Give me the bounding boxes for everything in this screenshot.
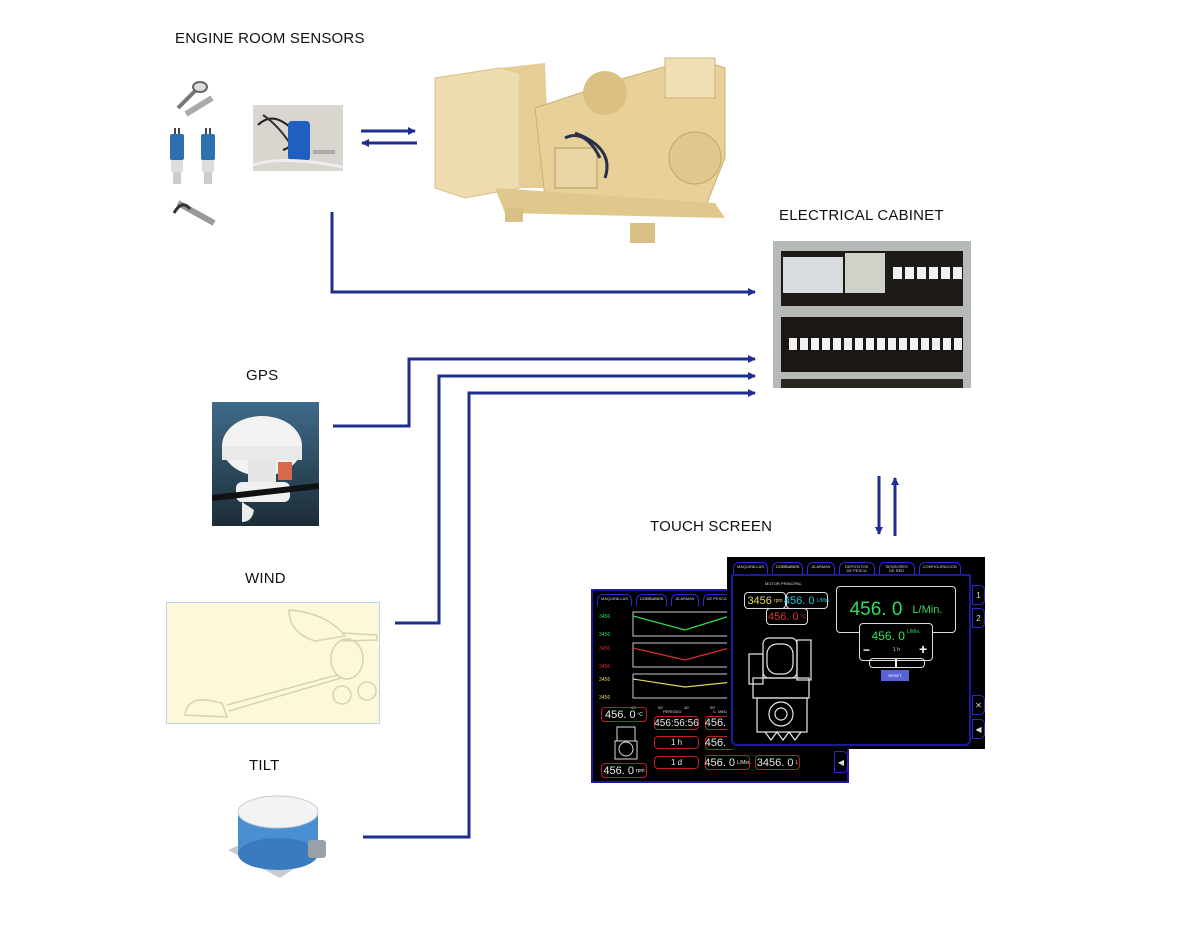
x-tick: 40' [684, 705, 689, 710]
trend-3-top: 3456 [599, 677, 610, 683]
connector-gps-cabinet [333, 355, 756, 428]
gps-antenna-photo [212, 402, 319, 526]
trend-3-bottom: 3456 [599, 695, 610, 701]
label-electrical-cabinet: ELECTRICAL CABINET [779, 207, 944, 224]
decrease-period-button[interactable]: − [863, 643, 871, 657]
trend-2-bottom: 3456 [599, 664, 610, 670]
connector-tilt-cabinet [363, 389, 756, 839]
tab-sensores-de-red[interactable]: SENSORES DE RED [878, 562, 915, 574]
x-tick: 00' [710, 705, 715, 710]
label-wind: WIND [245, 570, 286, 587]
connector-wind-cabinet [395, 372, 756, 625]
label-touch-screen: TOUCH SCREEN [650, 518, 773, 535]
side-button-1[interactable]: 1 [972, 585, 985, 605]
trend-1-bottom: 3456 [599, 632, 610, 638]
electrical-cabinet-photo [773, 241, 971, 388]
reset-button[interactable]: RESET [881, 670, 909, 681]
increase-period-button[interactable]: + [919, 641, 928, 657]
trend-charts: 3456 3456 3456 3456 3456 3456 00' 00' 40… [599, 611, 732, 710]
touch-screen-front: MAQUINILLAS CONSUMOS ALARMAS DEPOSITOS D… [727, 557, 985, 749]
tab-depositos-de-pesca[interactable]: DEPOSITOS DE PESCA [838, 562, 875, 574]
tab-consumos[interactable]: CONSUMOS [635, 594, 668, 606]
period-value: 1 h [893, 647, 900, 653]
tab-maquinillas[interactable]: MAQUINILLAS [733, 562, 768, 574]
tab-alarmas[interactable]: ALARMAS [807, 562, 835, 574]
engine-schematic-icon [748, 637, 812, 741]
trend-1-top: 3456 [599, 614, 610, 620]
period-slider[interactable] [869, 658, 925, 668]
wind-sensor-drawing [166, 602, 380, 724]
level-probe-icon [172, 200, 216, 226]
back-tab-bar: MAQUINILLAS CONSUMOS ALARMAS DE PESCA [597, 594, 731, 606]
front-tab-bar: MAQUINILLAS CONSUMOS ALARMAS DEPOSITOS D… [733, 562, 961, 574]
trend-2-top: 3456 [599, 646, 610, 652]
tab-alarmas[interactable]: ALARMAS [671, 594, 699, 606]
motor-principal-label: MOTOR PRINCIPAL [765, 581, 802, 586]
back-arrow-button[interactable]: ◀ [834, 751, 848, 773]
x-tick: 00' [658, 705, 663, 710]
pressure-sensor-icon [201, 128, 215, 184]
engine-photo [434, 57, 726, 243]
tab-configuracion[interactable]: CONFIGURACION [918, 562, 961, 574]
connector-sensors-cabinet [330, 212, 756, 296]
flow-sensor-photo [253, 105, 343, 171]
temperature-probe-icon [176, 81, 214, 117]
tilt-sensor-photo [228, 795, 326, 878]
label-tilt: TILT [249, 757, 280, 774]
engine-schematic-small-icon [614, 726, 638, 760]
side-button-2[interactable]: 2 [972, 608, 985, 628]
tools-icon[interactable]: ✕ [972, 695, 985, 715]
period-1d-button[interactable]: 1 d [654, 756, 699, 769]
consumo-label: C. MED [713, 709, 727, 714]
pressure-sensor-icon [170, 128, 184, 184]
periodo-label: PERIODO [663, 709, 682, 714]
period-1h-button[interactable]: 1 h [654, 736, 699, 749]
tab-maquinillas[interactable]: MAQUINILLAS [597, 594, 632, 606]
back-time-display: 456:56:56 [654, 716, 699, 730]
label-gps: GPS [246, 367, 279, 384]
tab-consumos[interactable]: CONSUMOS [771, 562, 804, 574]
back-arrow-icon[interactable]: ◀ [972, 719, 985, 739]
label-engine-room-sensors: ENGINE ROOM SENSORS [175, 30, 365, 47]
